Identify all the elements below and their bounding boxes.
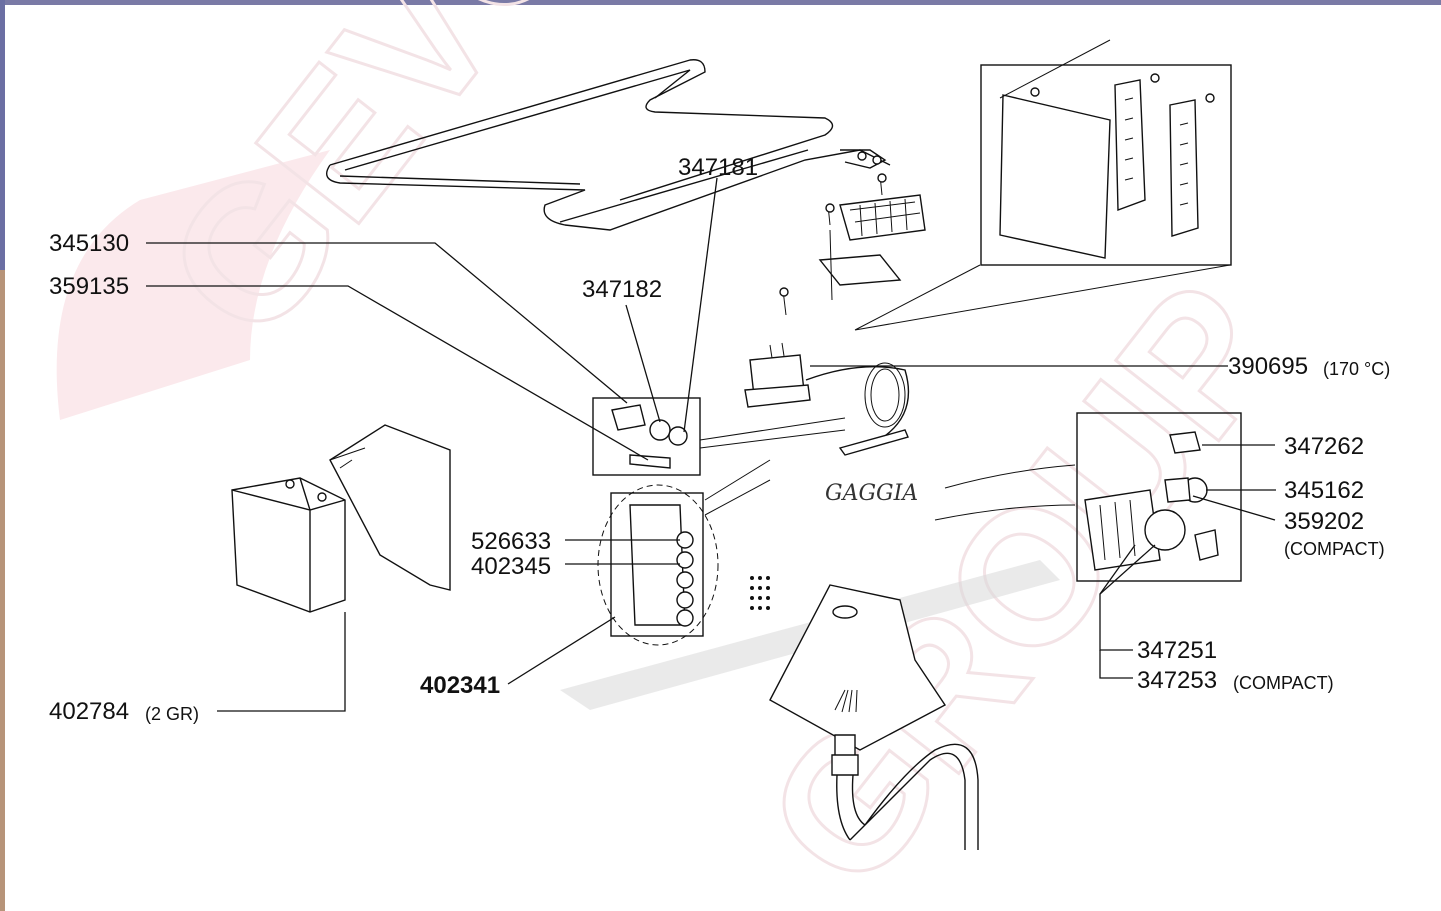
left-border-lower <box>0 270 5 911</box>
left-border-upper <box>0 0 5 270</box>
switch-lamp-box <box>592 397 846 476</box>
label-402341: 402341 <box>420 672 500 699</box>
label-347181: 347181 <box>678 154 758 181</box>
label-347253: 347253 <box>1137 667 1217 694</box>
label-347253-note: (COMPACT) <box>1233 673 1334 693</box>
label-390695-note: (170 °C) <box>1323 359 1390 379</box>
label-402345: 402345 <box>471 553 551 580</box>
label-347262: 347262 <box>1284 433 1364 460</box>
terminal-block <box>779 173 926 316</box>
leader-lines <box>146 177 1276 712</box>
label-345130: 345130 <box>49 230 129 257</box>
label-347251: 347251 <box>1137 637 1217 664</box>
thermostat <box>744 342 910 456</box>
label-402784: 402784 <box>49 698 129 725</box>
vent-grid <box>750 576 770 610</box>
contactor-block <box>597 459 771 646</box>
label-359202: 359202 <box>1284 508 1364 535</box>
label-359135: 359135 <box>49 273 129 300</box>
label-526633: 526633 <box>471 528 551 555</box>
gaggia-nameplate: GAGGIA <box>825 481 918 506</box>
label-390695: 390695 <box>1228 353 1308 380</box>
label-402784-note: (2 GR) <box>145 704 199 724</box>
part-labels: 345130 359135 347181 347182 390695 (170 … <box>49 154 1390 725</box>
terminal-panel-box <box>854 39 1232 331</box>
label-345162: 345162 <box>1284 477 1364 504</box>
enclosure-box <box>231 424 451 613</box>
heating-element <box>326 59 891 231</box>
power-cable <box>769 584 979 850</box>
label-359202-note: (COMPACT) <box>1284 539 1385 559</box>
label-347182: 347182 <box>582 276 662 303</box>
top-border <box>0 0 1441 5</box>
